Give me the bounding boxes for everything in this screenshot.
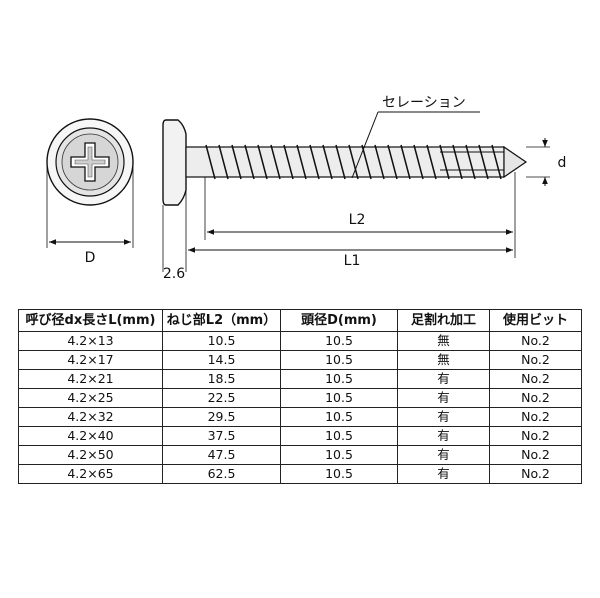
dimension-L1: L1 [188,247,513,269]
cell-thread-length: 37.5 [162,426,281,446]
thread-crest [231,144,242,180]
thread-crest [400,144,411,180]
cell-size: 4.2×50 [18,445,163,465]
cell-head-diameter: 10.5 [280,445,398,465]
cell-size: 4.2×65 [18,464,163,484]
thread-crest [426,144,437,180]
table-row: 4.2×17 14.5 10.5 無 No.2 [18,350,582,370]
cell-head-diameter: 10.5 [280,331,398,351]
phillips-cross-recess [70,142,110,182]
cell-thread-length: 18.5 [162,369,281,389]
screw-technical-drawing: D セレーション 2.6 d L2 [46,95,566,282]
cell-bit: No.2 [489,445,582,465]
cell-size: 4.2×32 [18,407,163,427]
cell-thread-length: 10.5 [162,331,281,351]
cell-bit: No.2 [489,407,582,427]
table-row: 4.2×25 22.5 10.5 有 No.2 [18,388,582,408]
serration-callout: セレーション [351,95,480,179]
dimension-D: D [46,162,134,266]
cell-head-diameter: 10.5 [280,388,398,408]
table-row: 4.2×65 62.5 10.5 有 No.2 [18,464,582,484]
thread-crest [361,144,372,180]
cell-thread-length: 62.5 [162,464,281,484]
header-bit: 使用ビット [489,309,582,332]
table-row: 4.2×32 29.5 10.5 有 No.2 [18,407,582,427]
cell-size: 4.2×17 [18,350,163,370]
cell-split-tip: 有 [397,407,490,427]
header-split-tip: 足割れ加工 [397,309,490,332]
cell-bit: No.2 [489,388,582,408]
dimension-d: d [526,138,566,186]
cell-split-tip: 無 [397,350,490,370]
cell-size: 4.2×13 [18,331,163,351]
cell-bit: No.2 [489,350,582,370]
cell-thread-length: 29.5 [162,407,281,427]
cell-head-diameter: 10.5 [280,426,398,446]
cell-size: 4.2×40 [18,426,163,446]
cell-size: 4.2×21 [18,369,163,389]
dim-L2-label: L2 [349,212,366,228]
cell-bit: No.2 [489,331,582,351]
cell-head-diameter: 10.5 [280,350,398,370]
cell-head-diameter: 10.5 [280,407,398,427]
thread-crest [478,144,489,180]
thread-crest [309,144,320,180]
dim-head-thickness-label: 2.6 [163,266,185,282]
cell-split-tip: 無 [397,331,490,351]
thread-crest [322,144,333,180]
cell-head-diameter: 10.5 [280,369,398,389]
header-thread-length: ねじ部L2（mm） [162,309,281,332]
header-head-diameter: 頭径D(mm) [280,309,398,332]
thread-crest [465,144,476,180]
dim-D-label: D [85,250,96,266]
cell-split-tip: 有 [397,388,490,408]
table-row: 4.2×13 10.5 10.5 無 No.2 [18,331,582,351]
thread-crest [244,144,255,180]
thread-crest [374,144,385,180]
screw-side-view: セレーション [162,95,528,206]
thread-crest [491,144,502,180]
table-row: 4.2×21 18.5 10.5 有 No.2 [18,369,582,389]
thread-crest [218,144,229,180]
cell-size: 4.2×25 [18,388,163,408]
cell-split-tip: 有 [397,369,490,389]
thread-crest [335,144,346,180]
thread-crest [205,144,216,180]
thread-crest [348,144,359,180]
cell-thread-length: 47.5 [162,445,281,465]
dim-d-label: d [558,155,567,171]
thread-crest [296,144,307,180]
cell-thread-length: 22.5 [162,388,281,408]
serration-label: セレーション [382,95,466,111]
cell-split-tip: 有 [397,426,490,446]
dimension-head-thickness: 2.6 [162,190,187,282]
dim-L1-label: L1 [344,253,361,269]
cell-head-diameter: 10.5 [280,464,398,484]
thread-crest [439,144,450,180]
thread-crest [413,144,424,180]
screw-head-front-view [46,118,134,206]
cell-split-tip: 有 [397,445,490,465]
cell-bit: No.2 [489,464,582,484]
screw-thread [205,144,502,180]
cell-split-tip: 有 [397,464,490,484]
thread-crest [270,144,281,180]
cell-thread-length: 14.5 [162,350,281,370]
spec-table: 呼び径dx長さL(mm) ねじ部L2（mm） 頭径D(mm) 足割れ加工 使用ビ… [18,309,582,484]
cell-bit: No.2 [489,369,582,389]
thread-crest [257,144,268,180]
cell-bit: No.2 [489,426,582,446]
thread-crest [452,144,463,180]
thread-crest [283,144,294,180]
header-nominal-size: 呼び径dx長さL(mm) [18,309,163,332]
table-row: 4.2×40 37.5 10.5 有 No.2 [18,426,582,446]
table-row: 4.2×50 47.5 10.5 有 No.2 [18,445,582,465]
dimension-L2: L2 [204,172,516,258]
table-header-row: 呼び径dx長さL(mm) ねじ部L2（mm） 頭径D(mm) 足割れ加工 使用ビ… [18,309,582,332]
thread-crest [387,144,398,180]
screw-head-side [162,119,187,206]
